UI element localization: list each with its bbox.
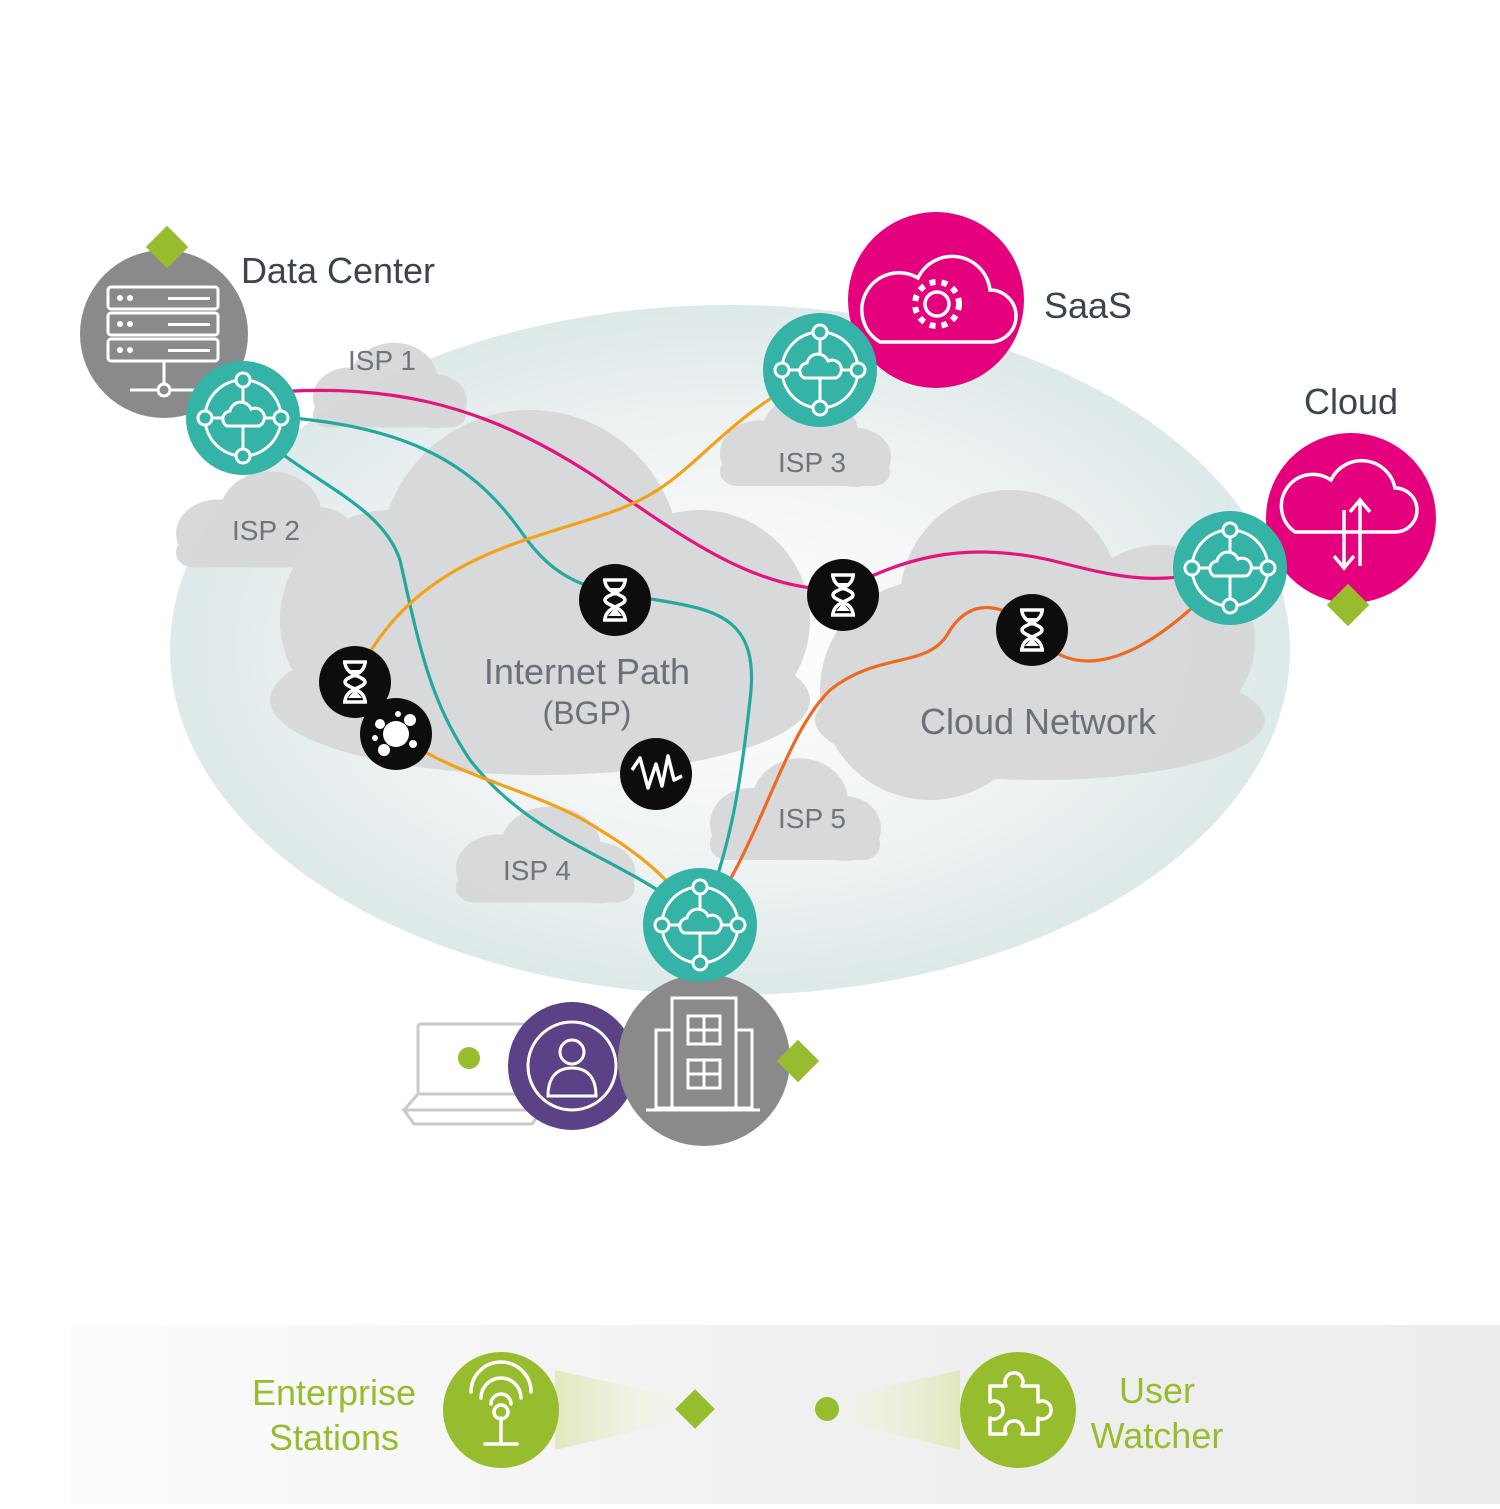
building-icon <box>646 996 760 1112</box>
user-watcher-label-2: Watcher <box>1091 1415 1224 1456</box>
user-watcher-label-1: User <box>1119 1370 1195 1411</box>
user-icon <box>558 1038 586 1066</box>
path-magenta <box>242 388 1231 592</box>
watcher-beam <box>827 1370 960 1450</box>
internet-path-title: Internet Path <box>484 651 690 692</box>
cloud-shapes <box>176 342 1265 904</box>
hourglass-icon <box>994 592 1070 668</box>
saas-label: SaaS <box>1044 285 1132 326</box>
cloud-site <box>1266 433 1436 627</box>
router-icon <box>1171 509 1289 627</box>
cloud-network-label: Cloud Network <box>920 701 1157 742</box>
waveform-icon <box>620 738 692 810</box>
router-icon <box>641 866 759 984</box>
splat-icon <box>360 698 432 770</box>
cloud-label: Cloud <box>1304 381 1398 422</box>
isp-4-label: ISP 4 <box>503 855 571 886</box>
data-center-label: Data Center <box>241 250 435 291</box>
internet-path-subtitle: (BGP) <box>543 695 632 731</box>
router-icon <box>184 359 302 477</box>
hourglass-icon <box>805 557 881 633</box>
isp-3-label: ISP 3 <box>778 447 846 478</box>
isp-2-label: ISP 2 <box>232 515 300 546</box>
enterprise-stations-label-2: Stations <box>269 1417 399 1458</box>
server-icon <box>106 285 220 398</box>
network-paths <box>241 368 1232 927</box>
hourglass-icon <box>577 562 653 638</box>
saas-site <box>848 212 1024 388</box>
enterprise-stations-label-1: Enterprise <box>252 1372 416 1413</box>
wifi-station-icon <box>443 1352 559 1468</box>
path-teal-upper <box>242 413 753 926</box>
enterprise-building-site <box>618 974 820 1146</box>
station-beam <box>555 1370 690 1450</box>
user-avatar <box>508 1002 636 1130</box>
isp-5-label: ISP 5 <box>778 803 846 834</box>
watcher-dot <box>815 1397 839 1421</box>
router-icon <box>761 311 879 429</box>
path-red-orange <box>698 568 1232 926</box>
path-teal-lower <box>241 418 702 927</box>
station-diamond <box>675 1389 715 1429</box>
cloud-updown-icon <box>1279 458 1419 534</box>
puzzle-icon <box>960 1352 1076 1468</box>
legend-footer <box>70 1325 1500 1504</box>
saas-cloud-gear-icon <box>860 254 1018 344</box>
status-dot <box>458 1047 480 1069</box>
isp-1-label: ISP 1 <box>348 345 416 376</box>
